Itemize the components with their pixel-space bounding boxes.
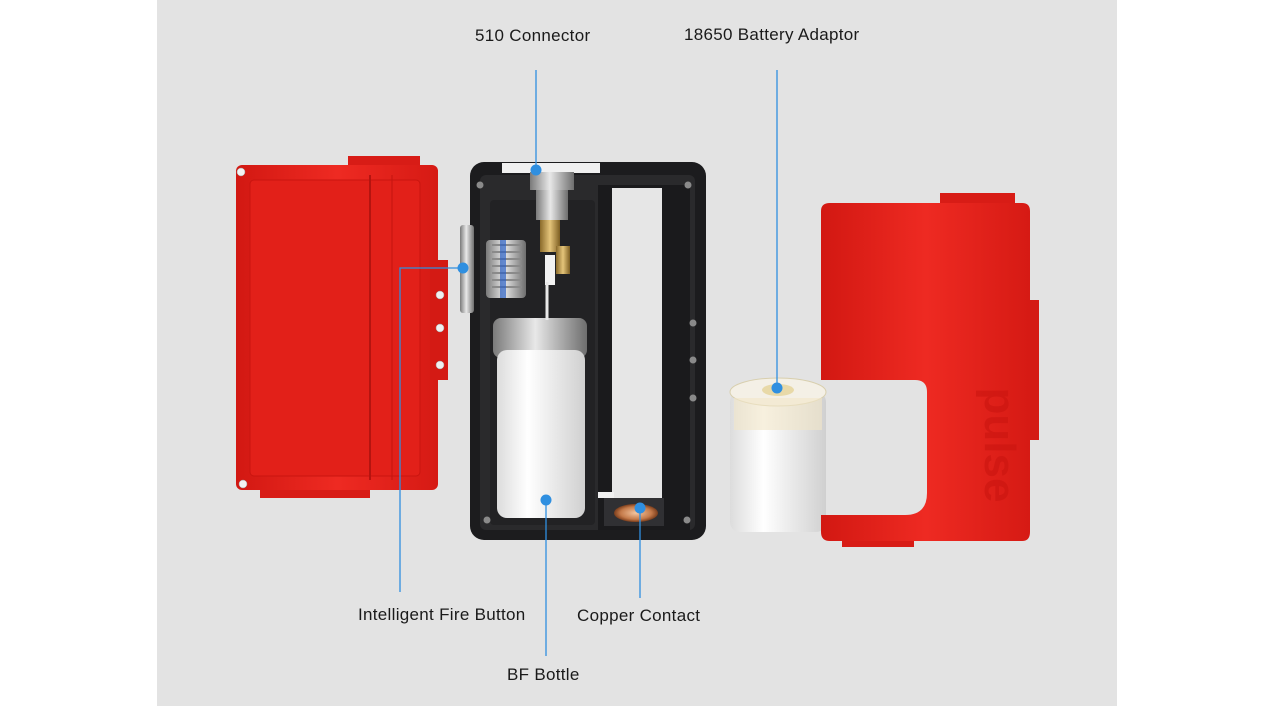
- callout-dot-copper: [634, 502, 646, 514]
- pulse-logo: pulse: [975, 388, 1024, 503]
- connector-510: [530, 172, 574, 285]
- label-bf-bottle: BF Bottle: [507, 665, 580, 684]
- fire-button: [460, 225, 526, 313]
- callout-dot-510: [530, 164, 542, 176]
- bf-bottle: [493, 282, 587, 518]
- label-fire-button: Intelligent Fire Button: [358, 605, 526, 624]
- right-door-panel: pulse: [821, 193, 1039, 547]
- label-copper-contact: Copper Contact: [577, 606, 701, 625]
- callout-dot-bottle: [540, 494, 552, 506]
- callout-dots: [457, 164, 783, 514]
- label-510-connector: 510 Connector: [475, 26, 591, 45]
- copper-contact: [598, 492, 664, 526]
- battery-adaptor: [729, 377, 827, 532]
- callout-dot-adaptor: [771, 382, 783, 394]
- callout-dot-fire: [457, 262, 469, 274]
- callout-lines: [399, 70, 778, 656]
- left-door-panel: [236, 156, 448, 498]
- label-battery-adaptor: 18650 Battery Adaptor: [684, 25, 860, 44]
